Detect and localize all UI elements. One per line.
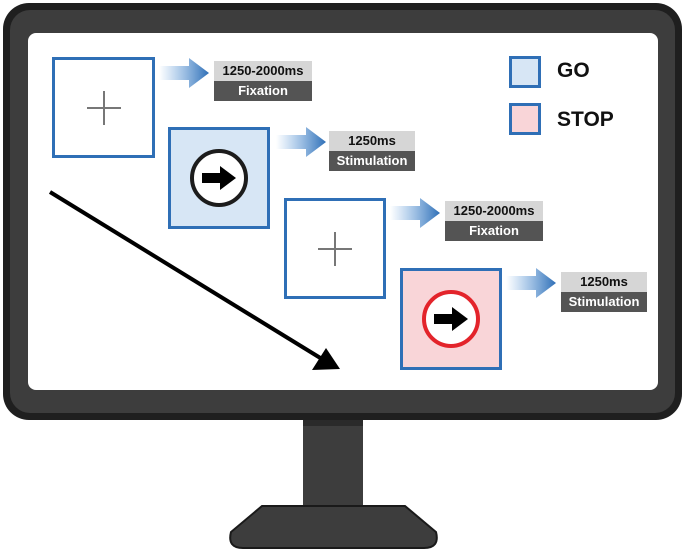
- monitor-stand-shadow: [303, 418, 363, 426]
- time-arrow-head: [312, 348, 340, 370]
- duration-label: 1250ms: [329, 131, 415, 151]
- monitor-stand-base: [229, 505, 438, 549]
- right-arrow-icon: [202, 166, 236, 190]
- duration-label: 1250-2000ms: [214, 61, 312, 81]
- time-arrow-line: [48, 190, 324, 361]
- phase-label: Stimulation: [561, 292, 647, 312]
- time-label-4: 1250ms Stimulation: [561, 272, 647, 312]
- stop-stimulus-box: [400, 268, 502, 370]
- time-label-2: 1250ms Stimulation: [329, 131, 415, 171]
- phase-label: Fixation: [214, 81, 312, 101]
- flow-arrow-icon: [506, 268, 556, 298]
- plus-cross-icon: [318, 231, 352, 266]
- duration-label: 1250-2000ms: [445, 201, 543, 221]
- duration-label: 1250ms: [561, 272, 647, 292]
- legend-stop-label: STOP: [557, 108, 614, 131]
- phase-label: Fixation: [445, 221, 543, 241]
- legend-stop-swatch: [509, 103, 541, 135]
- time-label-1: 1250-2000ms Fixation: [214, 61, 312, 101]
- plus-cross-icon: [86, 90, 121, 125]
- flow-arrow-icon: [276, 127, 326, 157]
- phase-label: Stimulation: [329, 151, 415, 171]
- right-arrow-icon: [434, 307, 468, 331]
- go-stimulus-box: [168, 127, 270, 229]
- legend-go-swatch: [509, 56, 541, 88]
- fixation-box-1: [52, 57, 155, 158]
- flow-arrow-icon: [159, 58, 209, 88]
- flow-arrow-icon: [390, 198, 440, 228]
- time-label-3: 1250-2000ms Fixation: [445, 201, 543, 241]
- fixation-box-2: [284, 198, 386, 299]
- stimulus-circle: [190, 149, 248, 207]
- stimulus-circle: [422, 290, 480, 348]
- legend-go-label: GO: [557, 59, 590, 82]
- monitor-stand-neck: [303, 418, 363, 510]
